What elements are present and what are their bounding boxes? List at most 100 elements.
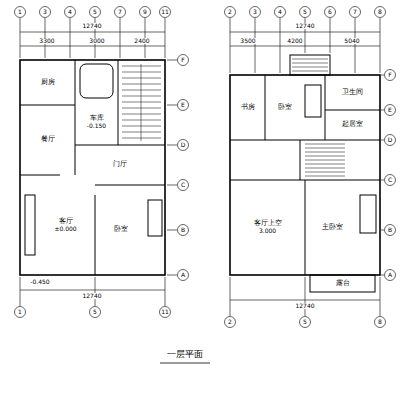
axis-circle xyxy=(178,225,189,236)
axis-number: 2 xyxy=(227,9,233,15)
room-name: 露台 xyxy=(335,280,351,288)
room-name: 卫生间 xyxy=(341,89,364,97)
axis-circle xyxy=(178,55,189,66)
axis-circle xyxy=(178,100,189,111)
axis-bubbles xyxy=(15,7,396,328)
axis-leader xyxy=(165,18,166,58)
axis-circle xyxy=(90,307,101,318)
room-name: 车库 xyxy=(89,115,105,123)
axis-circle xyxy=(250,7,261,18)
axis-leader xyxy=(381,110,384,111)
stair-treads xyxy=(122,59,345,176)
axis-number: C xyxy=(180,182,186,188)
room-box: 客厅上空3.000 xyxy=(230,180,305,275)
axis-leader xyxy=(70,18,71,58)
axis-circle xyxy=(178,270,189,281)
axis-leader xyxy=(95,277,96,306)
axis-number: 8 xyxy=(377,319,383,325)
axis-leader xyxy=(120,18,121,58)
axis-leader xyxy=(167,275,177,276)
axis-number: 2 xyxy=(227,319,233,325)
axis-leader xyxy=(381,75,384,76)
room-box: 露台 xyxy=(310,275,375,292)
axis-circle xyxy=(90,7,101,18)
axis-number: 8 xyxy=(377,9,383,15)
dimension-text: 2400 xyxy=(133,38,150,44)
axis-leader xyxy=(380,18,381,73)
room-box: 书房 xyxy=(230,75,265,140)
axis-circle xyxy=(178,180,189,191)
axis-circle xyxy=(300,7,311,18)
walls xyxy=(20,32,380,363)
axis-leader xyxy=(230,18,231,73)
floor-level: -0.150 xyxy=(86,123,107,130)
dimension-text: 12740 xyxy=(81,293,102,299)
room-name: 卧室 xyxy=(113,226,129,234)
axis-number: 4 xyxy=(277,9,283,15)
axis-circle xyxy=(385,225,396,236)
axis-leader xyxy=(305,277,306,316)
room-box: 厨房 xyxy=(20,60,75,105)
room-name: 客厅 xyxy=(58,218,74,226)
axis-number: 5 xyxy=(92,9,98,15)
axis-circle xyxy=(15,307,26,318)
axis-circle xyxy=(300,317,311,328)
axis-number: C xyxy=(387,177,393,183)
axis-leader xyxy=(381,275,384,276)
axis-leader xyxy=(381,180,384,181)
axis-circle xyxy=(385,70,396,81)
room-name: 门厅 xyxy=(112,161,128,169)
axis-number: 5 xyxy=(302,319,308,325)
room-name: 主卧室 xyxy=(321,224,344,232)
dimension-text: 12740 xyxy=(294,303,315,309)
room-name: 起居室 xyxy=(341,121,364,129)
axis-circle xyxy=(325,7,336,18)
axis-circle xyxy=(385,270,396,281)
floor-level: ±0.000 xyxy=(53,226,77,233)
room-box: 卧室 xyxy=(265,75,305,140)
axis-circle xyxy=(350,7,361,18)
dimension-text: 12740 xyxy=(81,23,102,29)
axis-circle xyxy=(375,7,386,18)
axis-number: D xyxy=(180,142,187,148)
axis-leader xyxy=(380,277,381,316)
room-box: 门厅 xyxy=(75,145,165,185)
axis-number: B xyxy=(387,227,393,233)
axis-number: D xyxy=(387,137,394,143)
room-box: 主卧室 xyxy=(305,180,359,275)
axis-number: 11 xyxy=(160,309,170,315)
axis-leader xyxy=(20,277,21,306)
axis-leader xyxy=(167,230,177,231)
axis-leader xyxy=(165,277,166,306)
room-box: 客厅±0.000 xyxy=(36,175,95,275)
axis-number: 3 xyxy=(252,9,258,15)
axis-leader xyxy=(381,230,384,231)
axis-number: 7 xyxy=(352,9,358,15)
axis-leader xyxy=(167,185,177,186)
dimension-text: 3300 xyxy=(38,38,55,44)
axis-circle xyxy=(160,7,171,18)
dimension-text: 4200 xyxy=(286,38,303,44)
axis-number: 5 xyxy=(302,9,308,15)
dimension-text: 5040 xyxy=(343,38,360,44)
axis-number: 5 xyxy=(92,309,98,315)
axis-leader xyxy=(167,145,177,146)
axis-number: 1 xyxy=(17,9,23,15)
axis-circle xyxy=(225,7,236,18)
axis-number: B xyxy=(180,227,186,233)
room-box: 卧室 xyxy=(95,185,147,275)
axis-leader xyxy=(230,277,231,316)
axis-circle xyxy=(375,317,386,328)
axis-circle xyxy=(115,7,126,18)
room-name: 书房 xyxy=(240,104,256,112)
dimension-text: 12740 xyxy=(294,23,315,29)
axis-number: 3 xyxy=(42,9,48,15)
axis-number: 9 xyxy=(142,9,148,15)
axis-number: E xyxy=(387,107,393,113)
room-box: 卫生间 xyxy=(325,75,380,110)
axis-circle xyxy=(140,7,151,18)
axis-leader xyxy=(381,140,384,141)
dimension-text: 3000 xyxy=(88,38,105,44)
